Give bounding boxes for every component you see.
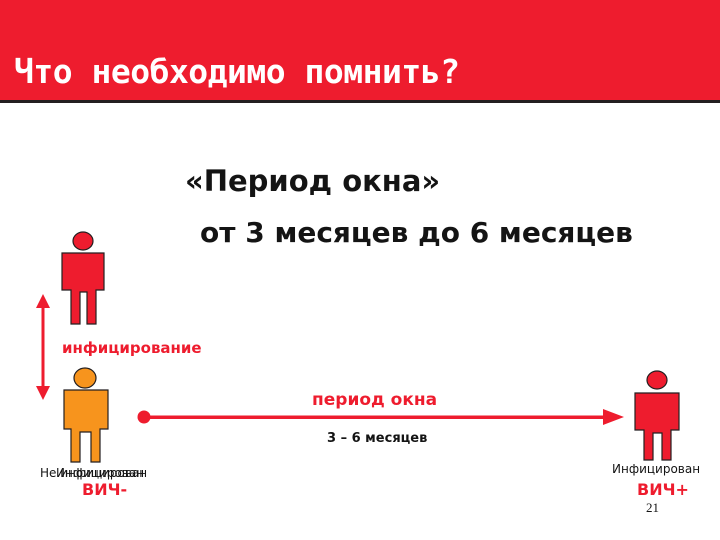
hiv-positive-label: ВИЧ+	[637, 480, 689, 499]
person-hiv-negative-icon	[63, 367, 109, 463]
title-divider	[0, 100, 720, 103]
infection-vertical-arrow-icon	[36, 294, 50, 400]
months-range-label: 3 – 6 месяцев	[327, 431, 428, 446]
slide-title: Что необходимо помнить?	[14, 52, 460, 91]
hiv-negative-label: ВИЧ-	[82, 480, 128, 499]
status-not-infected: Не инфицирован	[40, 466, 148, 480]
title-bar	[0, 0, 720, 100]
window-period-heading: «Период окна»	[185, 164, 441, 198]
person-before-infection-icon	[61, 231, 105, 325]
page-number: 21	[646, 500, 659, 515]
window-period-arrow-icon	[137, 409, 624, 425]
status-infected-left: Инфицирован	[56, 466, 145, 480]
window-period-label: период окна	[312, 390, 438, 410]
person-hiv-positive-icon	[634, 370, 680, 461]
window-duration-text: от 3 месяцев до 6 месяцев	[200, 216, 633, 249]
infection-label: инфицирование	[62, 339, 202, 357]
status-infected-right: Инфицирован	[612, 462, 701, 476]
